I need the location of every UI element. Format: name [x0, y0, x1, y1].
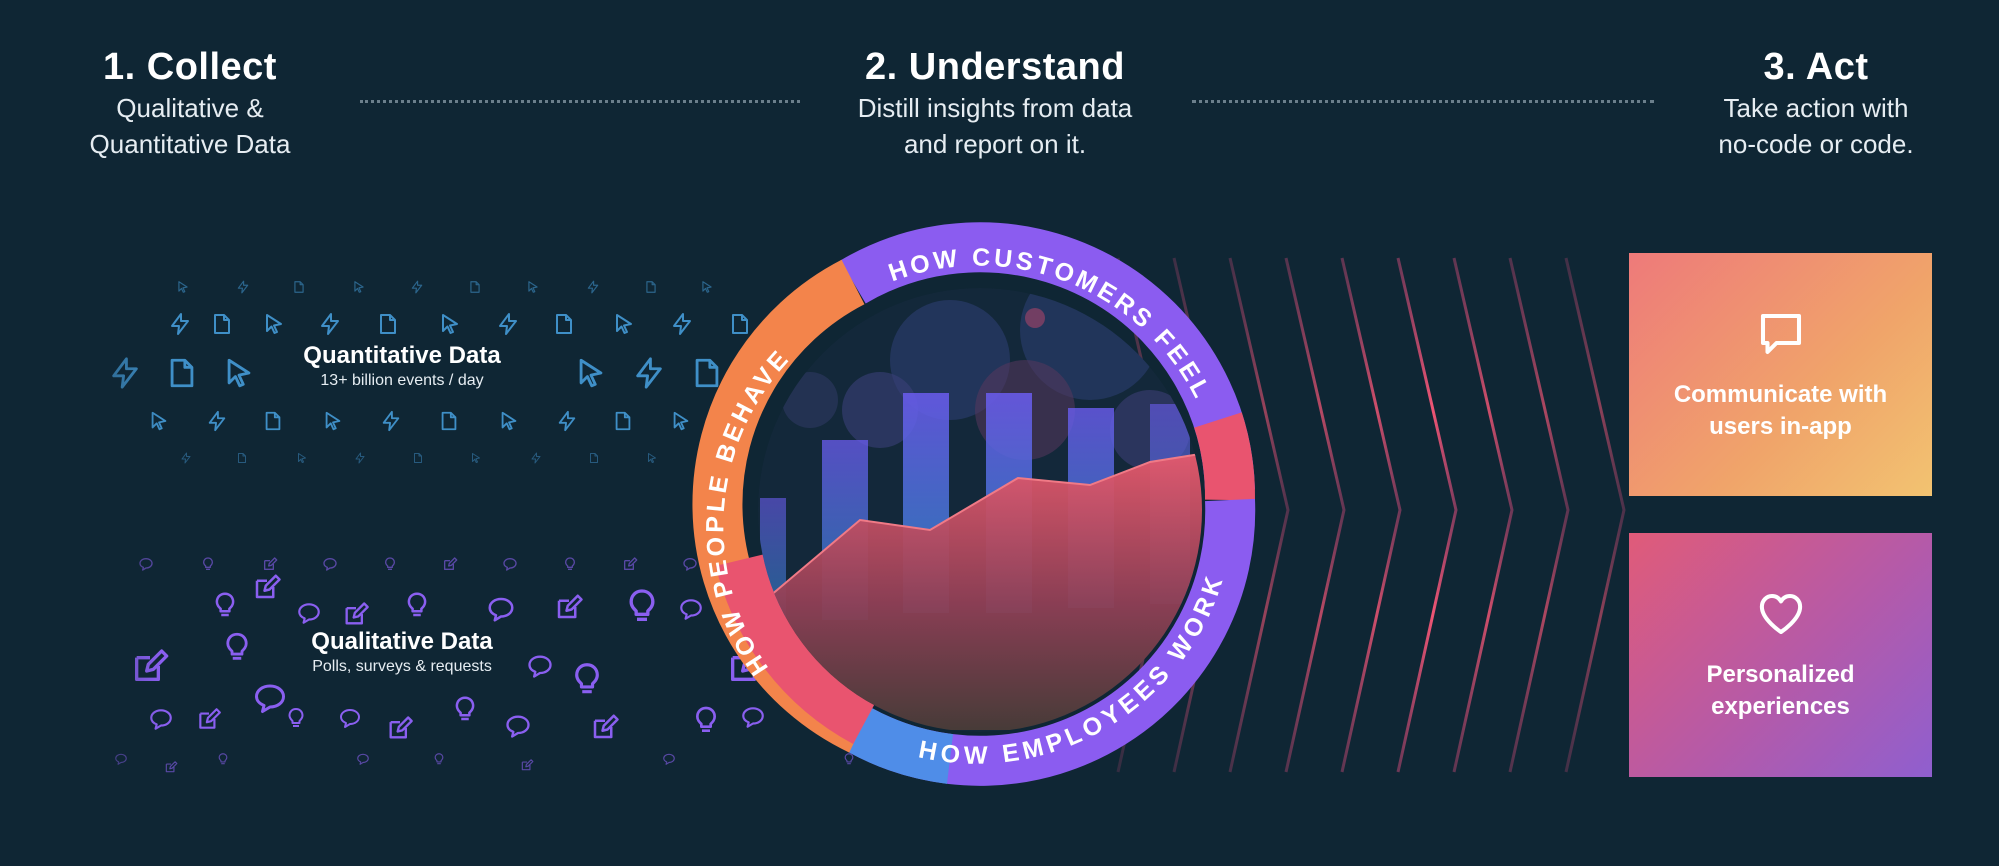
step-subtitle: Take action with no-code or code. — [1718, 93, 1914, 159]
step-title: 1. Collect — [103, 46, 277, 88]
step-understand: 2. Understand Distill insights from data… — [820, 44, 1170, 162]
step-title: 2. Understand — [865, 46, 1125, 88]
step-subtitle: Distill insights from data and report on… — [857, 93, 1133, 159]
ring-segment-customers — [840, 222, 1255, 491]
heart-icon — [1759, 593, 1802, 635]
chevron — [1340, 257, 1402, 773]
fade-overlay — [0, 240, 900, 800]
ring-segment-customers-end — [1194, 412, 1255, 501]
card-text: Communicate with users in-app — [1673, 380, 1888, 440]
insight-ring — [692, 222, 1256, 786]
step-act: 3. Act Take action with no-code or code. — [1680, 44, 1952, 162]
qualitative-subtitle: Polls, surveys & requests — [312, 658, 492, 675]
ring-segment-behave-end — [715, 553, 878, 745]
card-communicate: Communicate with users in-app — [1629, 253, 1932, 496]
chevron — [1396, 257, 1458, 773]
quantitative-subtitle: 13+ billion events / day — [320, 372, 484, 389]
chevron — [1452, 257, 1514, 773]
chevron — [1564, 257, 1626, 773]
qualitative-label: Qualitative Data Polls, surveys & reques… — [262, 628, 542, 678]
qualitative-title: Qualitative Data — [311, 628, 493, 655]
step-subtitle: Qualitative & Quantitative Data — [89, 93, 291, 159]
inner-chart — [758, 288, 1202, 732]
quantitative-title: Quantitative Data — [303, 342, 501, 369]
dotted-connector — [1192, 100, 1654, 103]
quantitative-label: Quantitative Data 13+ billion events / d… — [262, 342, 542, 392]
step-collect: 1. Collect Qualitative & Quantitative Da… — [50, 44, 330, 162]
ring-segment-employees-start — [847, 707, 954, 784]
card-text: Personalized experiences — [1706, 661, 1855, 720]
dotted-connector — [360, 100, 800, 103]
chevron — [1284, 257, 1346, 773]
chevron — [1228, 257, 1290, 773]
chat-bubble-icon — [1760, 313, 1801, 354]
step-title: 3. Act — [1763, 46, 1869, 88]
card-personalized: Personalized experiences — [1629, 533, 1932, 777]
chevron — [1508, 257, 1570, 773]
area-chart-outline — [769, 453, 1201, 597]
